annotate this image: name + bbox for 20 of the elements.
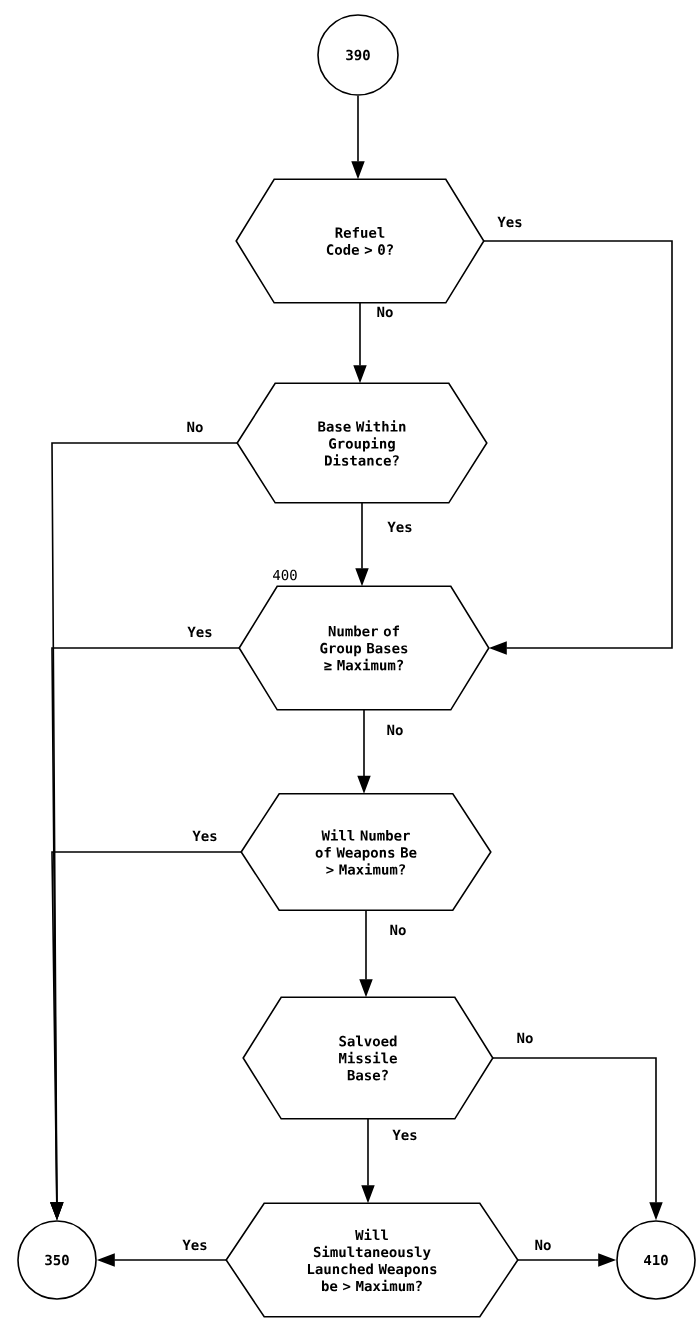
decision-hexagon: Number of Group Bases ≥ Maximum? [238,585,490,711]
decision-hexagon: Salvoed Missile Base? [242,996,494,1120]
decision-hexagon: Base Within Grouping Distance? [236,382,488,504]
edge-label: No [388,923,408,937]
step-number: 400 [273,569,297,581]
decision-hexagon: Will Number of Weapons Be > Maximum? [240,792,492,912]
edge-label: No [533,1238,553,1252]
decision-hexagon: Refuel Code > 0? [235,178,485,304]
edge-label: Yes [181,1238,209,1252]
edge-label: Yes [391,1128,419,1142]
edge-label: No [375,305,395,319]
edge-label: Yes [386,520,414,534]
arrow [483,240,673,655]
edge-label: Yes [186,625,214,639]
edge-label: No [515,1031,535,1045]
edge-label: No [385,723,405,737]
edge-label: No [185,420,205,434]
edge-label: Yes [496,215,524,229]
edge-label: Yes [191,829,219,843]
decision-hexagon: Will Simultaneously Launched Weapons be > Maximum? [225,1202,519,1318]
